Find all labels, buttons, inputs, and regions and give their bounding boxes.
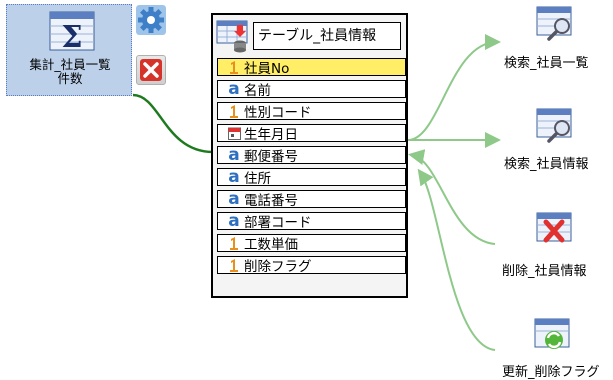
target-label-update-flag: 更新_削除フラグ (502, 365, 600, 380)
aggregate-label: 集計_社員一覧 件数 (7, 58, 133, 86)
aggregate-link (132, 93, 214, 154)
table-title: テーブル_社員情報 (253, 22, 401, 50)
target-node-search-list[interactable] (536, 6, 576, 46)
field-label: 住所 (244, 171, 271, 187)
field-row-address[interactable]: a 住所 (217, 167, 406, 187)
number-field-icon (227, 258, 241, 272)
field-row-unit-cost[interactable]: 工数単価 (217, 234, 406, 253)
text-field-icon: a (228, 211, 240, 231)
target-node-delete[interactable] (536, 212, 576, 252)
field-label: 名前 (244, 83, 271, 99)
target-label-search-list: 検索_社員一覧 (504, 56, 589, 71)
aggregate-label-line2: 件数 (57, 71, 83, 86)
link-search-list (407, 34, 501, 141)
link-delete (408, 149, 496, 245)
field-label: 部署コード (244, 215, 312, 231)
link-update-flag (417, 168, 496, 351)
target-label-delete: 削除_社員情報 (502, 264, 587, 279)
field-row-delete-flag[interactable]: 削除フラグ (217, 256, 406, 275)
target-node-update-flag[interactable] (534, 318, 574, 358)
gear-icon[interactable] (136, 5, 166, 35)
update-table-icon (534, 318, 570, 349)
close-icon (140, 59, 162, 81)
number-field-icon (227, 236, 241, 250)
text-field-icon: a (228, 79, 240, 99)
field-label: 社員No (244, 61, 290, 77)
field-label: 性別コード (244, 105, 312, 121)
search-table-icon (536, 6, 572, 41)
search-table-icon (536, 108, 572, 143)
number-field-icon (227, 60, 241, 74)
field-list: 社員No a 名前 性別コード 生年月日 a 郵便番号 a 住所 a (217, 58, 406, 278)
svg-text:Σ: Σ (61, 20, 82, 51)
number-field-icon (227, 104, 241, 118)
field-label: 生年月日 (244, 127, 298, 143)
field-row-phone[interactable]: a 電話番号 (217, 189, 406, 209)
field-label: 電話番号 (244, 193, 298, 209)
field-row-name[interactable]: a 名前 (217, 79, 406, 99)
field-row-postal-code[interactable]: a 郵便番号 (217, 145, 406, 165)
table-insert-icon (216, 20, 248, 53)
aggregate-node[interactable]: Σ 集計_社員一覧 件数 (6, 4, 132, 96)
text-field-icon: a (228, 145, 240, 165)
aggregate-label-line1: 集計_社員一覧 (29, 57, 111, 72)
delete-table-icon (536, 212, 572, 243)
field-row-birthdate[interactable]: 生年月日 (217, 124, 406, 143)
field-row-emp-no[interactable]: 社員No (217, 58, 406, 77)
field-label: 郵便番号 (244, 149, 298, 165)
text-field-icon: a (228, 167, 240, 187)
field-row-dept-code[interactable]: a 部署コード (217, 211, 406, 231)
sigma-table-icon: Σ (49, 11, 95, 51)
target-node-search-info[interactable] (536, 108, 576, 148)
date-field-icon (227, 126, 241, 140)
table-node[interactable]: テーブル_社員情報 社員No a 名前 性別コード 生年月日 a 郵便番号 (211, 13, 408, 298)
text-field-icon: a (228, 189, 240, 209)
field-row-gender-code[interactable]: 性別コード (217, 102, 406, 121)
field-label: 削除フラグ (244, 259, 312, 275)
close-button[interactable] (136, 55, 166, 85)
field-label: 工数単価 (244, 237, 298, 253)
target-label-search-info: 検索_社員情報 (504, 157, 589, 172)
